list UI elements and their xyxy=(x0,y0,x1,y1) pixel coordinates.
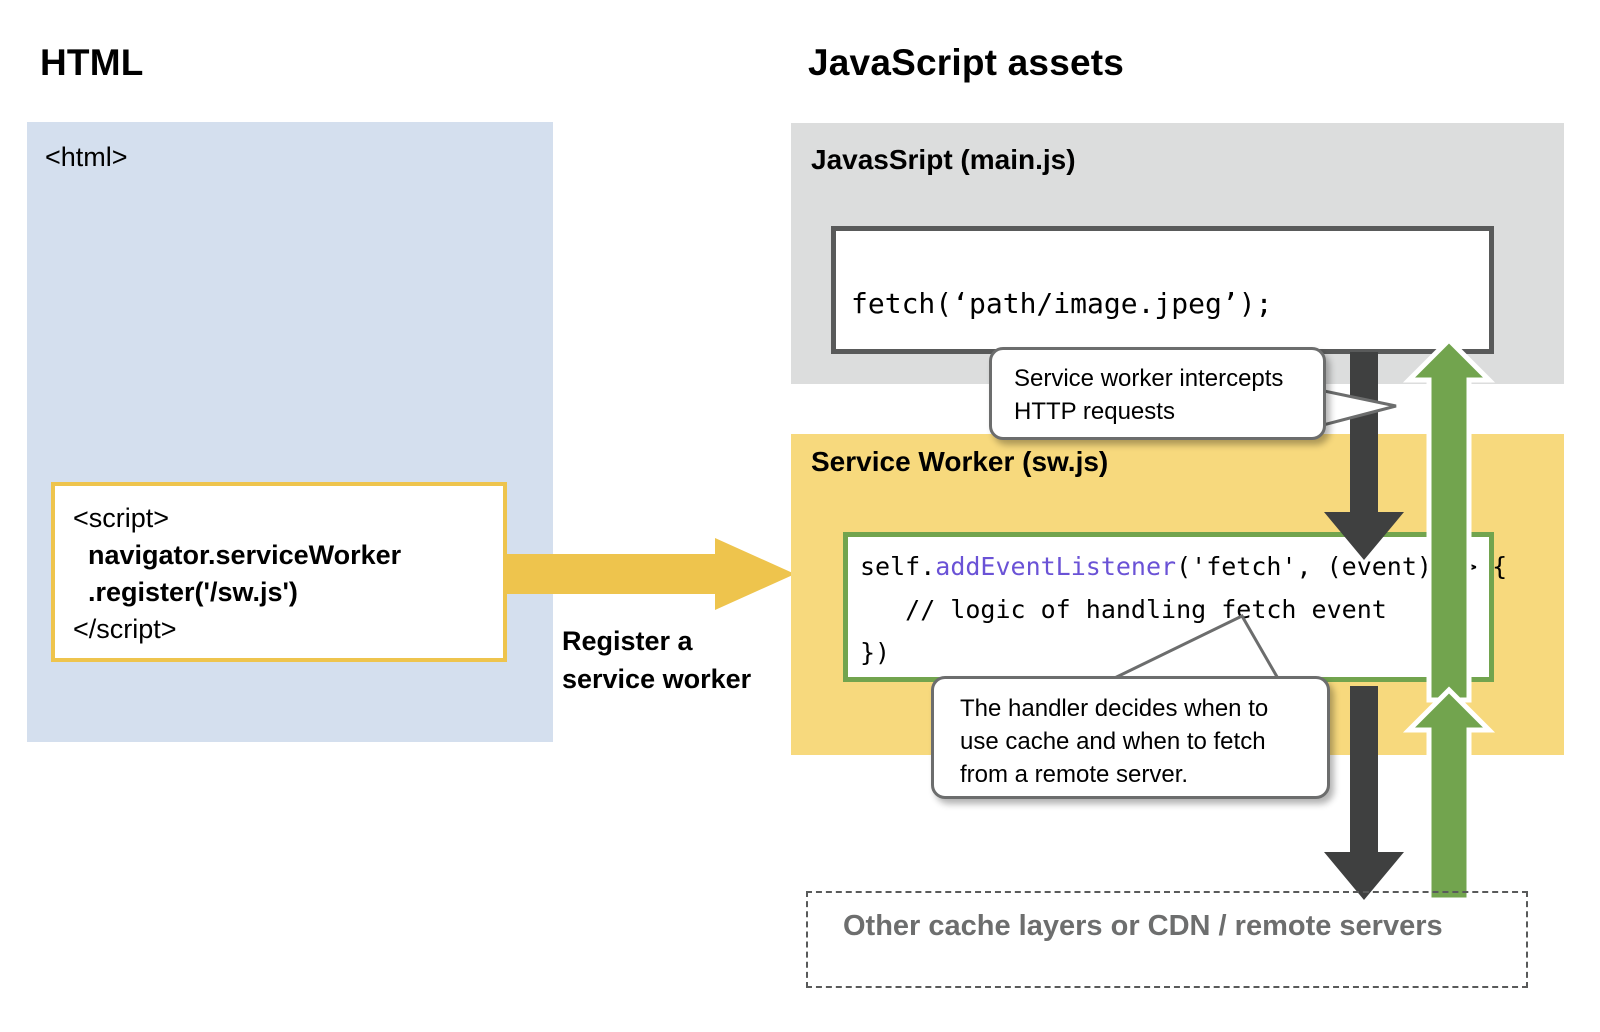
sw-code-line1-keyword: addEventListener xyxy=(935,552,1177,581)
response-up-arrow-upper-icon xyxy=(1402,336,1496,703)
service-worker-code-block: self.addEventListener('fetch', (event) =… xyxy=(848,537,1507,674)
script-code-line-3: .register('/sw.js') xyxy=(73,577,298,607)
callout-intercept-line1: Service worker intercepts xyxy=(1014,365,1284,392)
remote-servers-box xyxy=(806,891,1528,988)
register-arrow-label-line2: service worker xyxy=(562,664,752,694)
script-code-line-4: </script> xyxy=(73,614,177,644)
request-down-arrow-lower-icon xyxy=(1324,686,1404,900)
sw-code-line3: }) xyxy=(860,638,891,667)
callout-handler-decides: The handler decides when to use cache an… xyxy=(931,676,1330,799)
mainjs-panel-title: JavasSript (main.js) xyxy=(811,144,1076,175)
register-arrow-label-line1: Register a xyxy=(562,626,693,656)
page-title-html: HTML xyxy=(40,42,144,83)
callout-service-worker-intercepts: Service worker intercepts HTTP requests xyxy=(989,347,1326,440)
sw-code-line1-pre: self. xyxy=(860,552,936,581)
remote-servers-label: Other cache layers or CDN / remote serve… xyxy=(843,910,1443,942)
fetch-code-line: fetch(‘path/image.jpeg’); xyxy=(851,287,1273,320)
script-code-line-1: <script> xyxy=(73,503,170,533)
html-tag-label: <html> xyxy=(45,142,128,172)
callout-handler-line2: use cache and when to fetch xyxy=(960,728,1266,755)
callout-handler-line3: from a remote server. xyxy=(960,761,1189,788)
page-title-javascript: JavaScript assets xyxy=(808,42,1125,83)
callout-intercept-line2: HTTP requests xyxy=(1014,398,1175,425)
request-down-arrow-upper-icon xyxy=(1324,352,1404,560)
script-code-line-2: navigator.serviceWorker xyxy=(73,540,402,570)
script-code-card: <script> navigator.serviceWorker .regist… xyxy=(51,482,507,662)
register-arrow-label: Register a service worker xyxy=(562,622,802,698)
response-up-arrow-lower-icon xyxy=(1402,686,1496,903)
callout-handler-line1: The handler decides when to xyxy=(960,695,1269,722)
register-arrow-icon xyxy=(505,538,795,610)
service-worker-panel-title: Service Worker (sw.js) xyxy=(811,446,1109,477)
